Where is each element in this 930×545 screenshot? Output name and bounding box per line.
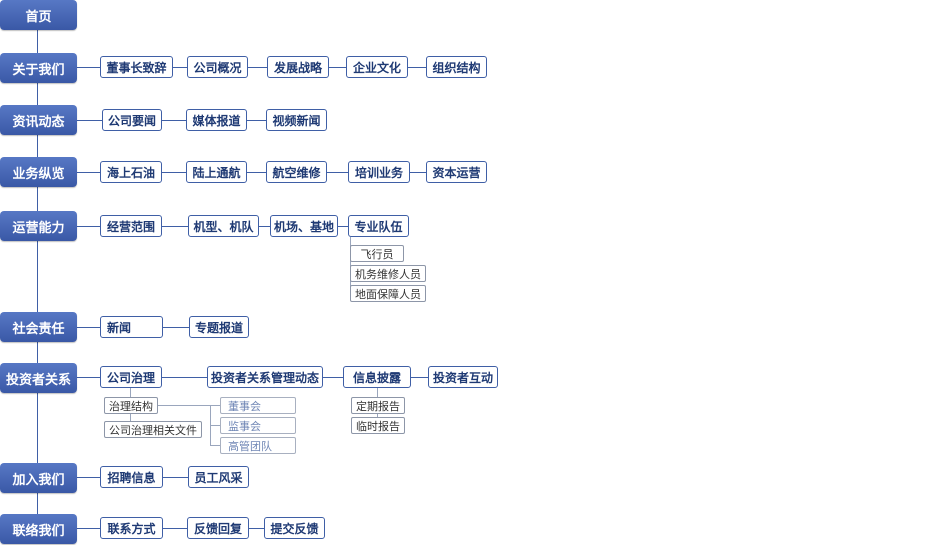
nav-home[interactable]: 首页 [0,0,77,30]
business-onshore-aviation[interactable]: 陆上通航 [186,161,247,183]
connector-structure-1 [210,405,221,406]
governance-documents[interactable]: 公司治理相关文件 [104,421,202,438]
governance-structure[interactable]: 治理结构 [104,397,158,414]
investor-relations-news[interactable]: 投资者关系管理动态 [207,366,323,388]
about-organization[interactable]: 组织结构 [426,56,487,78]
investor-governance[interactable]: 公司治理 [100,366,162,388]
connector-business [77,172,427,173]
business-training[interactable]: 培训业务 [348,161,410,183]
about-chairman-message[interactable]: 董事长致辞 [100,56,173,78]
ops-team[interactable]: 专业队伍 [348,215,409,237]
business-aviation-maintenance[interactable]: 航空维修 [266,161,327,183]
nav-investor[interactable]: 投资者关系 [0,363,77,393]
news-company[interactable]: 公司要闻 [102,109,162,131]
ops-team-maintenance[interactable]: 机务维修人员 [350,265,426,282]
join-employees[interactable]: 员工风采 [188,466,249,488]
disclosure-interim[interactable]: 临时报告 [351,417,405,434]
join-recruitment[interactable]: 招聘信息 [100,466,163,488]
structure-supervisory[interactable]: 监事会 [220,417,296,434]
nav-contact[interactable]: 联络我们 [0,514,77,544]
ops-scope[interactable]: 经营范围 [100,215,162,237]
ops-team-ground[interactable]: 地面保障人员 [350,285,426,302]
structure-management[interactable]: 高管团队 [220,437,296,454]
news-video[interactable]: 视频新闻 [266,109,327,131]
about-culture[interactable]: 企业文化 [346,56,408,78]
ops-team-pilot[interactable]: 飞行员 [350,245,404,262]
nav-business[interactable]: 业务纵览 [0,157,77,187]
nav-about[interactable]: 关于我们 [0,53,77,83]
business-offshore-oil[interactable]: 海上石油 [100,161,162,183]
nav-csr[interactable]: 社会责任 [0,312,77,342]
connector-structure-3 [210,445,221,446]
about-company-overview[interactable]: 公司概况 [187,56,248,78]
business-capital[interactable]: 资本运营 [426,161,487,183]
nav-join[interactable]: 加入我们 [0,463,77,493]
nav-news[interactable]: 资讯动态 [0,105,77,135]
investor-interaction[interactable]: 投资者互动 [428,366,498,388]
csr-feature[interactable]: 专题报道 [189,316,249,338]
csr-news[interactable]: 新闻 [100,316,163,338]
connector-about [77,67,427,68]
structure-board[interactable]: 董事会 [220,397,296,414]
connector-news [77,120,267,121]
news-media[interactable]: 媒体报道 [186,109,247,131]
ops-fleet[interactable]: 机型、机队 [188,215,259,237]
connector-structure-h [157,405,210,406]
contact-info[interactable]: 联系方式 [100,517,163,539]
investor-disclosure[interactable]: 信息披露 [343,366,411,388]
about-strategy[interactable]: 发展战略 [267,56,329,78]
contact-feedback-reply[interactable]: 反馈回复 [187,517,249,539]
nav-ops[interactable]: 运营能力 [0,211,77,241]
trunk-line [37,30,38,530]
connector-contact [77,528,265,529]
contact-submit-feedback[interactable]: 提交反馈 [264,517,325,539]
ops-airports[interactable]: 机场、基地 [270,215,338,237]
disclosure-periodic[interactable]: 定期报告 [351,397,405,414]
connector-structure-2 [210,425,221,426]
